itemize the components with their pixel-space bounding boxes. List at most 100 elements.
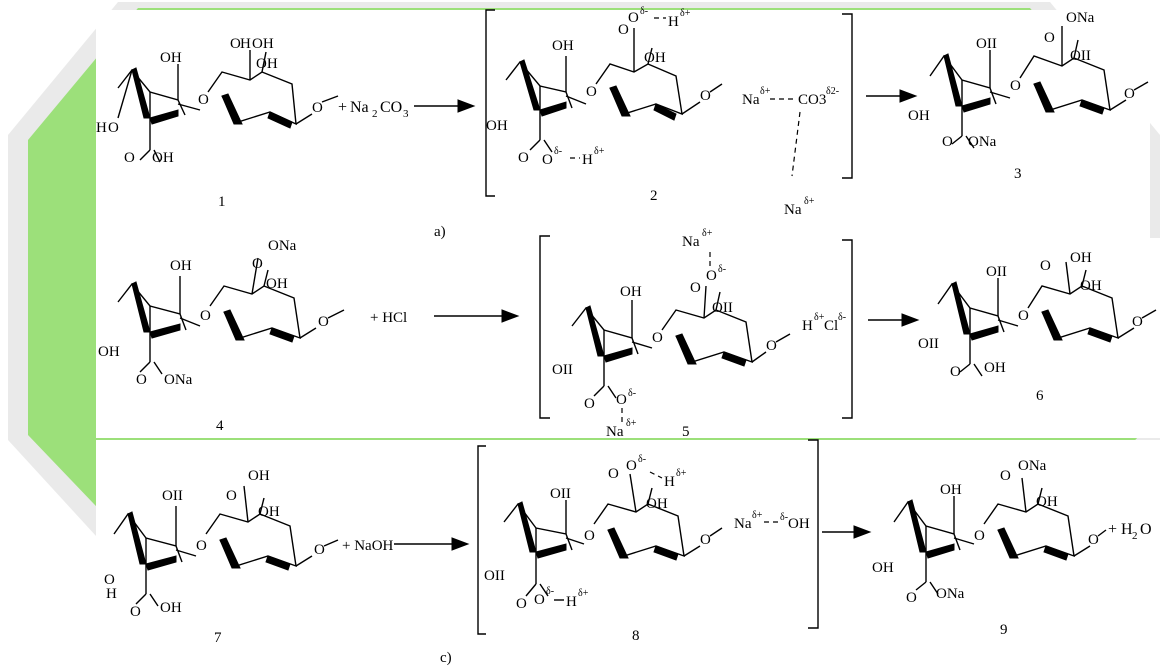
row-label-a: a) [434,224,446,240]
bottom-oh-7: OH [160,600,182,616]
glycosidic-o-7: O [196,538,207,554]
top-ona-9: ONa [1018,458,1047,474]
molecule-9: OH OH OH O O O ONa O ONa [872,458,1107,606]
molecule-1: OH H O O H OH OH O O OH O [96,36,339,166]
bottom-o-3: O [942,134,953,150]
bottom-odelta-sup: δ- [554,146,562,157]
na-sup-8: δ+ [752,510,763,521]
bottom-o-4: O [136,372,147,388]
oh-right-label-9: OH [1036,494,1058,510]
cooh-oh-label: OH [252,36,274,52]
top-carboxyl-o2: O [628,10,639,26]
methoxy-o-8: O [700,532,711,548]
top-o-6: O [1040,258,1051,274]
oh-label-9: OH [940,482,962,498]
compound-number-4: 4 [216,418,224,434]
arrow-a2 [899,89,918,103]
top-hdelta-sup: δ+ [680,8,691,19]
molecule-6: OII OII OH O O O OH O OH [918,250,1157,380]
oh-left-label-8: OII [484,568,505,584]
glycosidic-o-5: O [652,330,663,346]
glycosidic-o-9: O [974,528,985,544]
oh-label-7: OII [162,488,183,504]
top-o-4: O [252,256,263,272]
oh-right-label-4: OH [266,276,288,292]
molecule-3: OII OH OII O O O ONa O ONa [908,10,1149,150]
reagent-sub: 2 [372,108,378,120]
bottom-hdelta-sup: δ+ [594,146,605,157]
top-oh-6: OH [1070,250,1092,266]
bottom-o2-5: O [616,392,627,408]
na-bottom-sup: δ+ [804,196,815,207]
bracket-right-2 [842,13,853,179]
arrow-b2 [901,313,920,327]
arrow-a1 [457,99,476,113]
bottom-o-7: O [130,604,141,620]
bracket-left-5 [539,235,550,419]
methoxy-o-4: O [318,314,329,330]
top-ona-3: ONa [1066,10,1095,26]
o-left-7: O [104,572,115,588]
co3-label: CO3 [798,92,826,108]
bottom-hdelta-sup-8: δ+ [578,588,589,599]
oh-right-label: OH [256,56,278,72]
bracket-left-2 [485,9,495,197]
compound-number-6: 6 [1036,388,1044,404]
bottom-ona-4: ONa [164,372,193,388]
row-label-c: c) [440,650,452,666]
molecule-8: OII OII OH O O O O δ- H δ+ O O δ- H δ+ [484,454,723,612]
bottom-oh-6: OH [984,360,1006,376]
oh-right-label-7: OH [258,504,280,520]
reagent-na: Na [350,99,369,116]
molecule-5: OH OII OII O O O O δ- Na δ+ O O δ- Na δ+ [552,228,791,440]
top-o-7: O [226,488,237,504]
na-top-sup-5: δ+ [702,228,713,239]
oh-left-label-6: OII [918,336,939,352]
top-h-8: H [664,474,675,490]
methoxy-o-6: O [1132,314,1143,330]
top-o-3: O [1044,30,1055,46]
na-bottom-5: Na [606,424,624,440]
h-left-7: H [106,586,117,602]
bottom-h-8: H [566,594,577,610]
oh-right-label-8: OH [646,496,668,512]
bottom-ona-3: ONa [968,134,997,150]
top-odelta-sup-5: δ- [718,264,726,275]
bottom-ona-9: ONa [936,586,965,602]
carboxyl-oh-label: OH [152,150,174,166]
na-left: Na [742,92,760,108]
oh-label-4: OH [170,258,192,274]
glycosidic-o-8: O [584,528,595,544]
bottom-hdelta: H [582,152,593,168]
na-top-5: Na [682,234,700,250]
bottom-o1-8: O [516,596,527,612]
panel-a [96,10,1150,238]
compound-number-9: 9 [1000,622,1008,638]
oh-left-label-5: OII [552,362,573,378]
h-delta-5: H [802,318,813,334]
methoxy-o-7: O [314,542,325,558]
methoxy-o-9: O [1088,532,1099,548]
top-hdelta: H [668,14,679,30]
plus-sign: + [338,99,347,116]
row-a: OH H O O H OH OH O O OH O 1 + Na 2 CO 3 [96,6,1149,240]
bottom-o-9: O [906,590,917,606]
bracket-right-5 [842,239,853,419]
arrow-b1 [501,309,520,323]
bottom-o1-5: O [584,396,595,412]
methoxy-o-2: O [700,88,711,104]
molecule-4: OH OH OH O O O ONa O ONa [98,238,345,388]
top-odelta-sup-8: δ- [638,454,646,465]
oh-label-3: OII [976,36,997,52]
compound-number-8: 8 [632,628,640,644]
carboxyl-o-label: O [124,150,135,166]
bracket-left-8 [477,445,486,635]
oh-left-label-9: OH [872,560,894,576]
top-o1-5: O [690,280,701,296]
na-left-sup: δ+ [760,86,771,97]
top-odelta-sup: δ- [640,6,648,17]
oh-label-6: OII [986,264,1007,280]
oh-8: OH [788,516,810,532]
reagent-co: CO [380,99,402,116]
oh-label-5: OH [620,284,642,300]
